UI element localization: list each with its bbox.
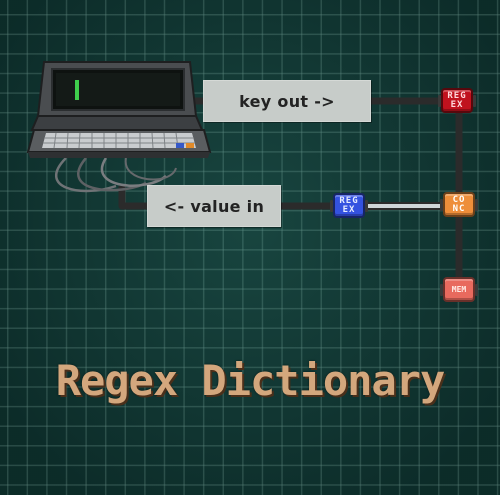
chip-text: EX: [450, 99, 464, 110]
retro-computer-terminal-icon[interactable]: [26, 58, 212, 198]
chip-text: REG: [339, 195, 359, 206]
chip-text: REG: [447, 90, 467, 101]
puzzle-title: Regex Dictionary: [55, 356, 446, 405]
key-out-label: key out ->: [203, 80, 371, 122]
concat-chip[interactable]: CO NC: [440, 192, 478, 217]
regex-chip-top[interactable]: REG EX: [438, 88, 476, 113]
value-in-label: <- value in: [147, 185, 281, 227]
chip-text: NC: [452, 203, 466, 214]
chip-text: MEM: [451, 285, 467, 294]
memory-chip[interactable]: MEM: [440, 277, 478, 302]
regex-chip-middle[interactable]: REG EX: [330, 193, 368, 218]
chip-text: EX: [342, 204, 356, 215]
chip-text: CO: [452, 194, 466, 205]
